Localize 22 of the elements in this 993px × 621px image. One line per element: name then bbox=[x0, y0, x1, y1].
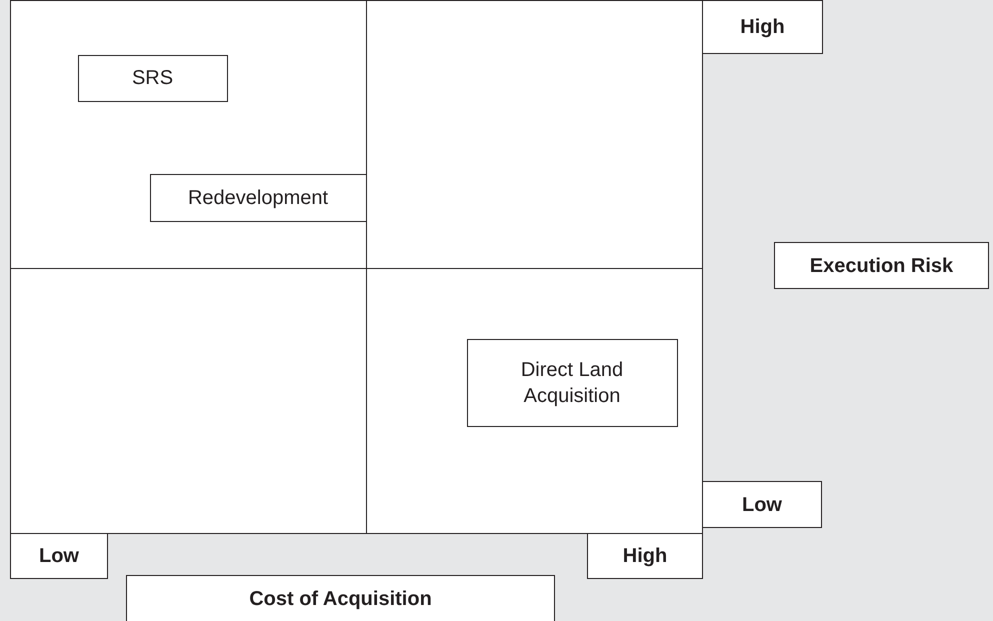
option-label: SRS bbox=[132, 66, 174, 91]
quadrant-box bbox=[366, 0, 703, 269]
option-box bbox=[78, 54, 228, 102]
axis-label: High bbox=[740, 15, 785, 40]
quadrant-box bbox=[10, 268, 367, 534]
axis-label-box bbox=[10, 533, 108, 579]
quadrant-box bbox=[366, 268, 703, 534]
axis-label: Cost of Acquisition bbox=[249, 587, 432, 612]
option-box bbox=[150, 174, 366, 222]
option-label: Redevelopment bbox=[188, 186, 328, 210]
axis-label: Low bbox=[742, 492, 782, 518]
quadrant-box bbox=[10, 0, 367, 269]
axis-label-box bbox=[587, 533, 703, 579]
axis-label-box bbox=[126, 575, 555, 621]
option-label: Direct Land Acquisition bbox=[520, 358, 624, 408]
axis-label-box bbox=[702, 0, 823, 54]
axis-label-box bbox=[774, 242, 989, 289]
axis-label: Low bbox=[39, 544, 79, 569]
option-box bbox=[466, 338, 678, 426]
axis-label-box bbox=[702, 481, 822, 528]
axis-label: High bbox=[622, 544, 668, 569]
axis-label: Execution Risk bbox=[810, 254, 954, 278]
